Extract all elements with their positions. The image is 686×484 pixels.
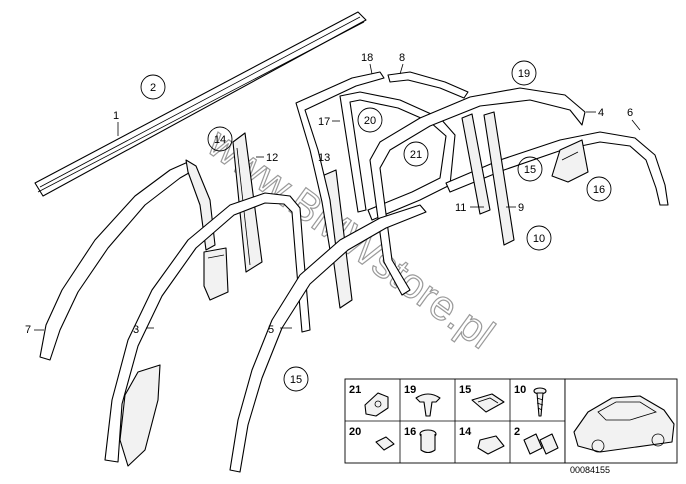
label-10: 10	[533, 233, 545, 245]
label-11: 11	[455, 202, 466, 214]
label-16: 16	[593, 184, 605, 196]
part-3-front-door-seal[interactable]	[104, 192, 311, 467]
fasteners-table: 21 19 15 10 20 16 14 2	[344, 378, 678, 464]
label-19: 19	[518, 68, 530, 80]
label-20: 20	[364, 115, 376, 127]
label-8: 8	[399, 52, 405, 64]
clip-15-icon	[471, 393, 505, 413]
screw-10-icon	[533, 387, 547, 417]
pad-20-icon	[375, 436, 395, 451]
part-4-rear-door-seal[interactable]	[369, 87, 586, 296]
label-9: 9	[518, 202, 524, 214]
label-18: 18	[361, 52, 373, 64]
label-4: 4	[598, 107, 604, 119]
part-5-rear-door-seal[interactable]	[229, 204, 427, 473]
table-cell-10: 10	[514, 384, 526, 396]
table-cell-21: 21	[349, 384, 361, 396]
label-6: 6	[627, 107, 633, 119]
table-cell-20: 20	[349, 426, 361, 438]
car-thumbnail-icon	[564, 378, 678, 464]
table-cell-19: 19	[404, 384, 416, 396]
part-1-roof-strip[interactable]	[34, 11, 367, 197]
table-cell-2: 2	[514, 426, 520, 438]
table-cell-14: 14	[459, 426, 472, 438]
label-21: 21	[410, 149, 422, 161]
label-14: 14	[214, 134, 226, 146]
label-1: 1	[113, 110, 119, 122]
pin-19-icon	[415, 393, 441, 417]
leader-lines	[34, 63, 641, 331]
clip-21-icon	[364, 392, 389, 417]
grommet-16-icon	[419, 429, 437, 454]
diagram-code: 00084155	[570, 465, 610, 475]
label-2: 2	[150, 82, 156, 94]
part-11-pillar-trim[interactable]	[461, 113, 491, 215]
label-5: 5	[268, 324, 274, 336]
label-15-upper: 15	[524, 164, 536, 176]
part-16-trim-piece[interactable]	[551, 139, 589, 183]
part-9-pillar-trim[interactable]	[483, 111, 515, 246]
label-17: 17	[318, 116, 330, 128]
part-8-top-seal[interactable]	[387, 71, 469, 99]
bracket-14-icon	[477, 435, 505, 455]
callouts: 1 2 3 4 5 6 7 8 9 10 11 12 13 14 15 15 1…	[25, 52, 633, 392]
clips-2-icon	[523, 433, 559, 455]
part-7-front-door-frame[interactable]	[39, 159, 216, 361]
table-cell-16: 16	[404, 426, 416, 438]
part-14-bracket[interactable]	[203, 247, 229, 301]
label-12: 12	[266, 152, 278, 164]
label-15-lower: 15	[290, 374, 302, 386]
part-6-rear-arch[interactable]	[445, 131, 669, 206]
table-cell-15: 15	[459, 384, 471, 396]
label-3: 3	[133, 324, 139, 336]
label-13: 13	[318, 152, 330, 164]
label-7: 7	[25, 324, 31, 336]
